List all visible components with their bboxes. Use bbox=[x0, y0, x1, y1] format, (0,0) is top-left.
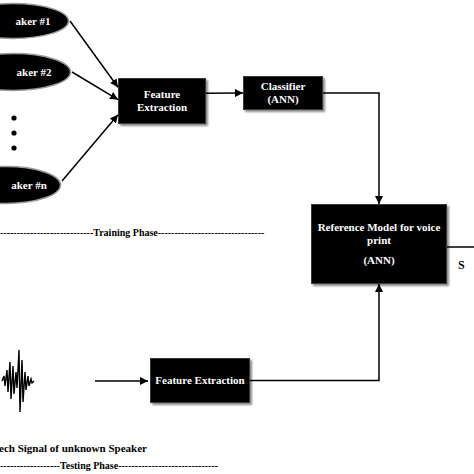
connector-arrow bbox=[70, 21, 118, 87]
connector-arrow bbox=[62, 115, 118, 181]
connector-arrow bbox=[72, 72, 118, 100]
node-text: aker #n bbox=[11, 179, 47, 192]
speech-waveform bbox=[2, 350, 34, 412]
model-box: Reference Model for voice print (ANN) bbox=[311, 204, 447, 284]
connector-arrow bbox=[323, 93, 379, 204]
dot bbox=[11, 130, 16, 135]
speaker-ellipse: aker #2 bbox=[0, 52, 72, 92]
node-text: Classifier (ANN) bbox=[248, 80, 318, 106]
node-text: Reference Model for voice print bbox=[316, 221, 442, 247]
ellipsis-dots bbox=[11, 115, 16, 150]
ellipse-shape bbox=[0, 4, 69, 39]
node-text: aker #1 bbox=[16, 15, 51, 28]
connector-arrow bbox=[206, 92, 243, 94]
node-text: aker #2 bbox=[17, 66, 52, 79]
node-text: Feature Extraction bbox=[155, 374, 244, 387]
dot bbox=[11, 115, 16, 120]
phase-divider: ------------------Testing Phase---------… bbox=[0, 460, 218, 472]
output-line bbox=[447, 246, 474, 248]
dot bbox=[11, 145, 16, 150]
process-box: Feature Extraction bbox=[150, 358, 250, 403]
phase-divider: ----------------------------Training Pha… bbox=[0, 227, 264, 239]
node-text: Feature Extraction bbox=[123, 88, 201, 114]
node-text: (ANN) bbox=[363, 254, 394, 267]
connector-arrow bbox=[250, 284, 379, 381]
input-arrow bbox=[95, 380, 148, 382]
process-box: Classifier (ANN) bbox=[243, 76, 323, 110]
output-label: S bbox=[458, 259, 465, 271]
speaker-ellipse: aker #1 bbox=[0, 2, 70, 40]
process-box: Feature Extraction bbox=[118, 78, 206, 124]
speaker-ellipse: aker #n bbox=[0, 165, 62, 205]
ellipse-shape bbox=[0, 167, 61, 204]
signal-caption: ech Signal of unknown Speaker bbox=[0, 442, 147, 454]
ellipse-shape bbox=[0, 54, 71, 91]
